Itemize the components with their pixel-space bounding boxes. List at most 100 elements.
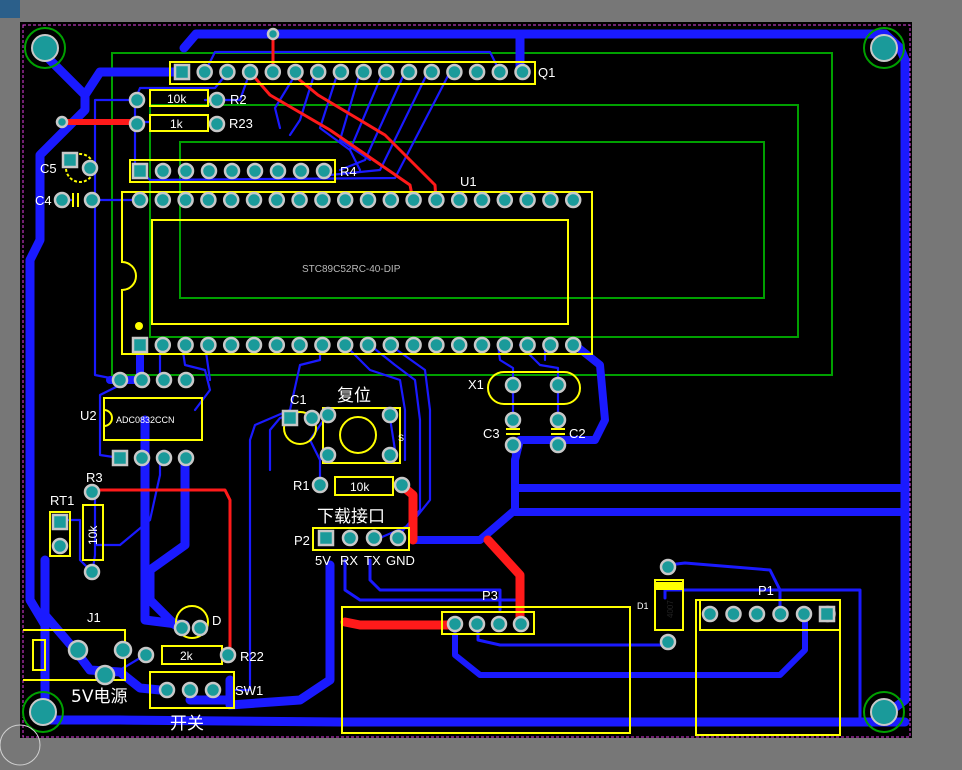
q1-pad-15[interactable]: [491, 63, 509, 81]
u1-bottom-pad-13[interactable]: [405, 336, 422, 354]
u2-bottom-pad-1[interactable]: [111, 449, 129, 467]
u1-bottom-pad-9[interactable]: [314, 336, 331, 354]
r3-pad-1[interactable]: [83, 483, 101, 501]
q1-pad-12[interactable]: [423, 63, 440, 81]
r4-pad-7[interactable]: [269, 162, 287, 180]
c3-pad-2[interactable]: [504, 436, 522, 454]
p2-pad-2[interactable]: [341, 529, 359, 547]
p1-pad-4[interactable]: [772, 605, 789, 623]
q1-pad-4[interactable]: [241, 63, 259, 81]
u1-bottom-pad-19[interactable]: [542, 336, 559, 354]
q1-pad-1[interactable]: [173, 63, 191, 81]
u1-top-pad-12[interactable]: [382, 191, 400, 209]
c2-pad-2[interactable]: [549, 436, 567, 454]
u1-bottom-pad-16[interactable]: [473, 336, 491, 354]
c4-pad-1[interactable]: [53, 191, 71, 209]
q1-pad-7[interactable]: [309, 63, 327, 81]
u1-bottom-pad-7[interactable]: [268, 336, 286, 354]
u1-top-pad-3[interactable]: [177, 191, 194, 209]
u1-bottom-pad-12[interactable]: [382, 336, 400, 354]
u2-top-pad-3[interactable]: [155, 371, 173, 389]
u1-bottom-pad-1[interactable]: [131, 336, 149, 354]
u1-top-pad-1[interactable]: [131, 191, 149, 209]
u1-bottom-pad-11[interactable]: [359, 336, 377, 354]
u2-bottom-pad-3[interactable]: [155, 449, 173, 467]
reset-pad-2[interactable]: [381, 406, 399, 424]
u2-top-pad-2[interactable]: [133, 371, 151, 389]
u2-top-pad-1[interactable]: [111, 371, 129, 389]
p3-pad-2[interactable]: [468, 615, 486, 633]
x1-pad-1[interactable]: [504, 376, 522, 394]
u1-top-pad-17[interactable]: [496, 191, 514, 209]
reset-pad-4[interactable]: [381, 446, 399, 464]
rt1-pad-2[interactable]: [51, 537, 69, 555]
q1-pad-10[interactable]: [378, 63, 395, 81]
u1-bottom-pad-15[interactable]: [450, 336, 468, 354]
u1-bottom-pad-20[interactable]: [564, 336, 582, 354]
u1-bottom-pad-17[interactable]: [496, 336, 514, 354]
u1-top-pad-14[interactable]: [428, 191, 445, 209]
reset-pad-3[interactable]: [319, 446, 337, 464]
u1-top-pad-7[interactable]: [268, 191, 286, 209]
j1-pad-3[interactable]: [113, 640, 133, 660]
sw1-pad-2[interactable]: [181, 681, 199, 699]
r4-pad-8[interactable]: [292, 162, 310, 180]
u1-bottom-pad-5[interactable]: [222, 336, 240, 354]
r3-pad-2[interactable]: [83, 563, 101, 581]
p2-pad-4[interactable]: [389, 529, 407, 547]
u1-bottom-pad-6[interactable]: [245, 336, 263, 354]
u1-top-pad-20[interactable]: [564, 191, 582, 209]
p2-pad-3[interactable]: [365, 529, 383, 547]
u2-top-pad-4[interactable]: [177, 371, 195, 389]
u1-bottom-pad-2[interactable]: [154, 336, 172, 354]
q1-pad-8[interactable]: [332, 63, 350, 81]
rt1-pad-1[interactable]: [51, 513, 69, 531]
c1-pad-1[interactable]: [281, 409, 299, 427]
r4-pad-3[interactable]: [177, 162, 195, 180]
u1-top-pad-18[interactable]: [519, 191, 536, 209]
u1-top-pad-5[interactable]: [222, 191, 240, 209]
q1-pad-5[interactable]: [264, 63, 282, 81]
u1-top-pad-13[interactable]: [405, 191, 422, 209]
q1-pad-16[interactable]: [514, 63, 531, 81]
u1-top-pad-9[interactable]: [314, 191, 331, 209]
sw1-pad-1[interactable]: [158, 681, 176, 699]
d1-pad-1[interactable]: [659, 558, 677, 576]
p1-pad-1[interactable]: [701, 605, 719, 623]
c5-pad-1[interactable]: [61, 151, 79, 169]
u1-top-pad-10[interactable]: [336, 191, 354, 209]
p2-pad-1[interactable]: [317, 529, 335, 547]
p1-pad-6-square[interactable]: [818, 605, 836, 623]
q1-pad-6[interactable]: [287, 63, 304, 81]
r22-pad-1[interactable]: [137, 646, 155, 664]
reset-pad-1[interactable]: [319, 406, 337, 424]
u1-bottom-pad-3[interactable]: [177, 336, 194, 354]
d1-pad-2[interactable]: [659, 633, 677, 651]
r4-pad-4[interactable]: [200, 162, 218, 180]
x1-pad-2[interactable]: [549, 376, 567, 394]
u1-bottom-pad-14[interactable]: [428, 336, 445, 354]
r1-pad-1[interactable]: [311, 476, 329, 494]
u2-bottom-pad-4[interactable]: [177, 449, 195, 467]
c3-pad-1[interactable]: [504, 411, 522, 429]
q1-pad-13[interactable]: [446, 63, 463, 81]
r2-pad-2[interactable]: [208, 91, 226, 109]
r23-pad-1[interactable]: [128, 115, 146, 133]
q1-pad-14[interactable]: [468, 63, 486, 81]
c5-pad-2[interactable]: [81, 159, 99, 177]
sw1-pad-3[interactable]: [204, 681, 222, 699]
r4-pad-9[interactable]: [315, 162, 333, 180]
u1-top-pad-19[interactable]: [542, 191, 559, 209]
q1-pad-3[interactable]: [219, 63, 236, 81]
via-r23[interactable]: [55, 115, 69, 129]
q1-pad-2[interactable]: [196, 63, 213, 81]
c2-pad-1[interactable]: [549, 411, 567, 429]
c4-pad-2[interactable]: [83, 191, 101, 209]
u1-top-pad-15[interactable]: [450, 191, 468, 209]
u1-bottom-pad-10[interactable]: [336, 336, 354, 354]
u1-top-pad-16[interactable]: [473, 191, 491, 209]
u1-top-pad-4[interactable]: [200, 191, 217, 209]
r23-pad-2[interactable]: [208, 115, 226, 133]
